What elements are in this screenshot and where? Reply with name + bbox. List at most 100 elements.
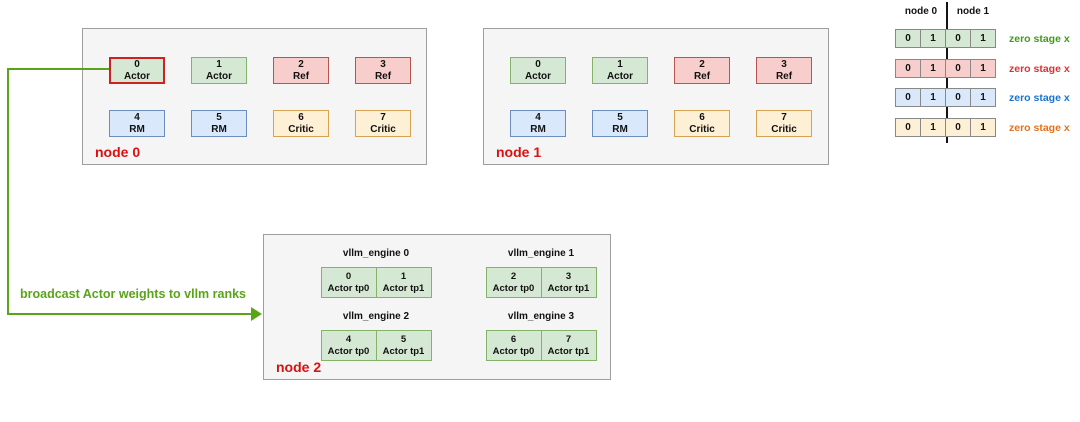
zero-table-cell: 0	[895, 29, 921, 48]
vllm-engine-title: vllm_engine 2	[342, 311, 410, 322]
gpu-role-label: RM	[129, 123, 145, 135]
vllm-rank-number: 7	[565, 334, 572, 345]
vllm-role-label: Actor tp0	[492, 345, 535, 357]
vllm-role-label: Actor tp1	[382, 345, 425, 357]
gpu-rank-number: 7	[781, 111, 787, 123]
gpu-role-label: Critic	[370, 123, 396, 135]
vllm-engine-title: vllm_engine 1	[507, 248, 575, 259]
vllm-rank-number: 0	[345, 271, 352, 282]
gpu-rank-number: 7	[380, 111, 386, 123]
gpu-rank-number: 0	[535, 58, 541, 70]
gpu-role-label: RM	[530, 123, 546, 135]
gpu-rank-number: 3	[380, 58, 386, 70]
zero-stage-label: zero stage x	[1009, 32, 1070, 45]
vllm-rank-number: 3	[565, 271, 572, 282]
node-0-label: node 0	[95, 144, 141, 160]
vllm-rank-number: 1	[400, 271, 407, 282]
zero-table-header-node1: node 1	[956, 6, 990, 17]
vllm-rank-number: 5	[400, 334, 407, 345]
arrowhead-icon	[251, 307, 262, 321]
gpu-rank-number: 5	[216, 111, 222, 123]
vllm-engine-title: vllm_engine 3	[507, 311, 575, 322]
gpu-role-label: Critic	[771, 123, 797, 135]
zero-table-cell: 0	[895, 88, 921, 107]
vllm-rank-number: 6	[510, 334, 517, 345]
vllm-rank-number: 4	[345, 334, 352, 345]
gpu-role-label: Critic	[689, 123, 715, 135]
zero-table-cell: 1	[970, 29, 996, 48]
zero-table-cell: 1	[970, 59, 996, 78]
zero-table-cell: 0	[895, 118, 921, 137]
vllm-engine-title: vllm_engine 0	[342, 248, 410, 259]
gpu-rank-number: 5	[617, 111, 623, 123]
gpu-role-label: Ref	[775, 70, 793, 82]
zero-table-cell: 1	[920, 59, 946, 78]
gpu-rank-number: 2	[298, 58, 304, 70]
gpu-role-label: Actor	[606, 70, 634, 82]
gpu-rank-number: 6	[298, 111, 304, 123]
gpu-role-label: Actor	[123, 70, 151, 82]
broadcast-line-vertical-segment	[7, 68, 9, 315]
gpu-rank-number: 3	[781, 58, 787, 70]
broadcast-line-top-segment	[7, 68, 109, 70]
gpu-role-label: Ref	[693, 70, 711, 82]
vllm-role-label: Actor tp0	[327, 345, 370, 357]
gpu-role-label: RM	[211, 123, 227, 135]
vllm-role-label: Actor tp1	[382, 282, 425, 294]
zero-table-cell: 1	[920, 88, 946, 107]
broadcast-arrow-label: broadcast Actor weights to vllm ranks	[20, 287, 246, 301]
node-1-label: node 1	[496, 144, 542, 160]
node-2-label: node 2	[276, 359, 322, 375]
zero-table-cell: 0	[945, 59, 971, 78]
zero-table-cell: 0	[895, 59, 921, 78]
zero-table-cell: 1	[920, 118, 946, 137]
zero-table-cell: 0	[945, 29, 971, 48]
zero-table-cell: 1	[920, 29, 946, 48]
gpu-rank-number: 1	[617, 58, 623, 70]
gpu-role-label: Actor	[205, 70, 233, 82]
gpu-rank-number: 2	[699, 58, 705, 70]
gpu-role-label: Critic	[288, 123, 314, 135]
zero-stage-label: zero stage x	[1009, 121, 1070, 134]
